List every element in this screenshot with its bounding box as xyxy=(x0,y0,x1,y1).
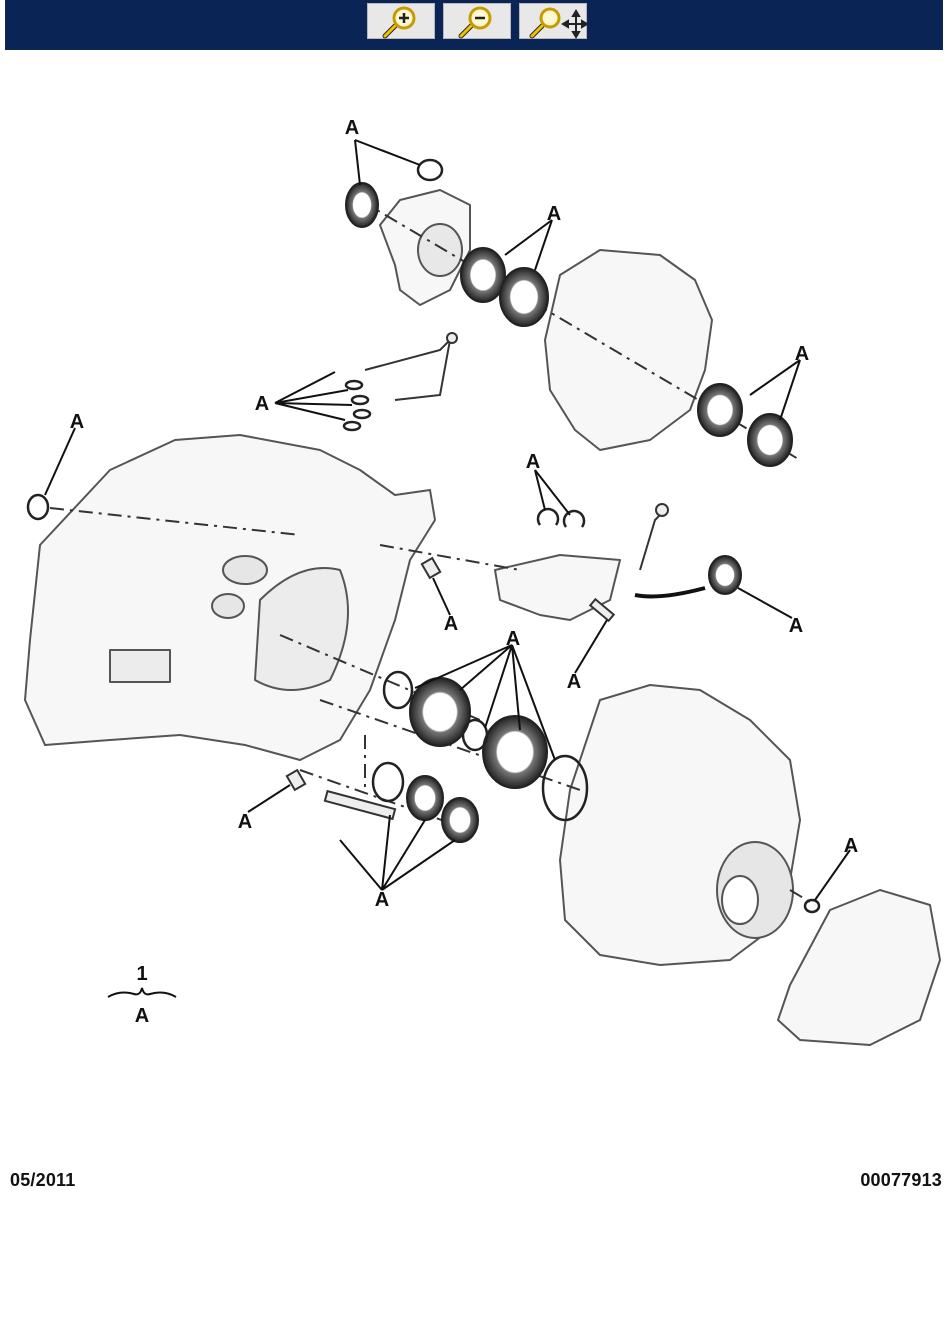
callout-a: A xyxy=(375,889,389,911)
zoom-in-icon xyxy=(382,6,416,39)
callout-a: A xyxy=(526,451,540,473)
fork-assembly xyxy=(494,554,621,621)
footer-reference: 00077913 xyxy=(860,1170,942,1190)
callout-a: A xyxy=(345,117,359,139)
callout-a: A xyxy=(547,203,561,225)
zoom-in-button[interactable] xyxy=(367,3,435,39)
callout-a: A xyxy=(506,628,520,650)
toolbar xyxy=(5,0,943,50)
bearing-3 xyxy=(406,775,444,821)
zoom-pan-icon xyxy=(529,7,588,39)
callout-a: A xyxy=(567,671,581,693)
o-ring-left xyxy=(26,493,50,521)
zoom-out-icon xyxy=(458,6,492,39)
zoom-out-button[interactable] xyxy=(443,3,511,39)
callout-a: A xyxy=(795,343,809,365)
callout-a: A xyxy=(238,811,252,833)
seal-right-2 xyxy=(747,413,793,467)
bell-cover xyxy=(544,249,713,451)
legend-letter: A xyxy=(135,1005,149,1027)
bearing-2 xyxy=(482,715,548,789)
bearing-4 xyxy=(441,797,479,843)
zoom-pan-button[interactable] xyxy=(519,3,588,39)
callout-a: A xyxy=(255,393,269,415)
seal-right-1 xyxy=(697,383,743,437)
legend-number: 1 xyxy=(136,963,147,985)
footer-date: 05/2011 xyxy=(10,1170,76,1190)
legend-brace xyxy=(107,987,177,998)
callout-a: A xyxy=(789,615,803,637)
seal-mid-right xyxy=(708,555,742,595)
callout-a: A xyxy=(444,613,458,635)
seal-top-left xyxy=(345,182,379,228)
callout-a: A xyxy=(844,835,858,857)
legend: 1 A xyxy=(107,963,177,1027)
o-ring-top xyxy=(416,158,444,182)
rear-cover xyxy=(777,889,941,1046)
callout-a: A xyxy=(70,411,84,433)
seal-top-mid2 xyxy=(499,267,549,327)
seal-top-mid1 xyxy=(460,247,506,303)
